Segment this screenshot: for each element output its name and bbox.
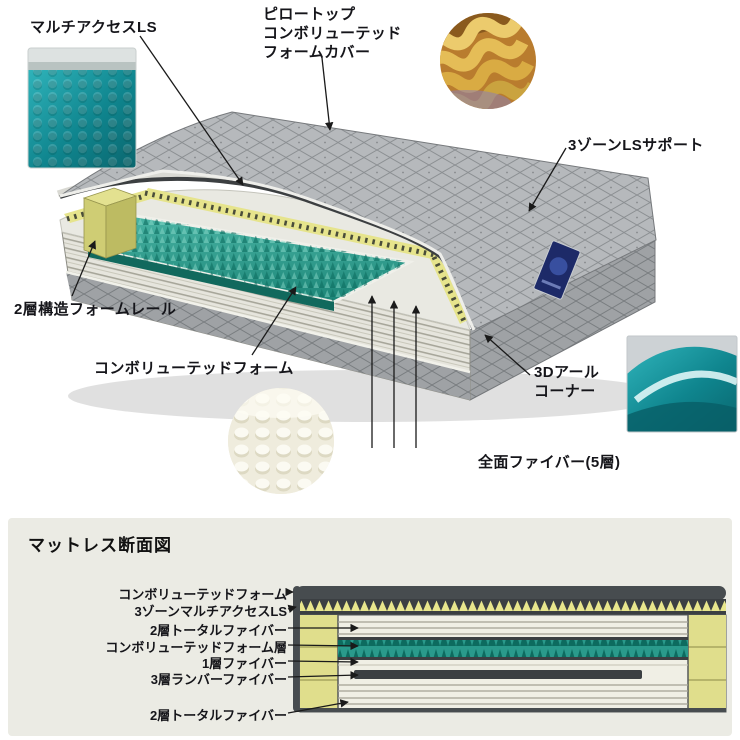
callout-3d-corner-line2: コーナー — [534, 383, 596, 400]
callout-pillowtop-line3: フォームカバー — [263, 44, 371, 61]
callout-foam-rail: 2層構造フォームレール — [14, 301, 177, 318]
callout-pillowtop-line1: ピロートップ — [263, 6, 356, 23]
layer-label-2layer-total-fiber-bottom: 2層トータルファイバー — [150, 708, 287, 723]
brand-tag — [533, 240, 581, 300]
callout-3d-corner-line1: 3Dアール — [534, 364, 600, 381]
photo-convoluted-foam — [228, 388, 334, 494]
photo-3d-corner — [626, 335, 738, 433]
callout-convoluted-foam: コンボリューテッドフォーム — [94, 360, 294, 377]
callout-pillowtop-line2: コンボリューテッド — [263, 25, 402, 42]
callout-pillowtop-cover: ピロートップ コンボリューテッド フォームカバー — [263, 5, 402, 62]
photo-multi-access-foam — [27, 47, 137, 169]
mattress-shadow — [68, 370, 668, 422]
mattress-cutaway-illustration — [56, 111, 668, 422]
layer-label-3zone-multi-access-ls: 3ゾーンマルチアクセスLS — [134, 604, 287, 619]
callout-multi-access-ls: マルチアクセスLS — [30, 19, 158, 36]
layer-label-2layer-total-fiber-top: 2層トータルファイバー — [150, 623, 287, 638]
callout-3d-corner: 3Dアール コーナー — [534, 363, 599, 401]
cross-section-title: マットレス断面図 — [28, 536, 172, 555]
layer-label-convoluted-foam: コンボリューテッドフォーム — [118, 587, 287, 602]
layer-label-3layer-lumbar-fiber: 3層ランバーファイバー — [150, 672, 287, 687]
callout-full-fiber: 全面ファイバー(5層) — [478, 454, 621, 471]
layer-label-convoluted-foam-layer: コンボリューテッドフォーム層 — [105, 640, 287, 655]
callout-3zone-ls-support: 3ゾーンLSサポート — [568, 137, 704, 154]
layer-label-1layer-fiber: 1層ファイバー — [202, 656, 287, 671]
callout-lines — [71, 35, 567, 448]
cross-section-drawing — [293, 586, 727, 713]
teal-convoluted-core — [85, 210, 415, 311]
photo-pillowtop-foam — [440, 13, 536, 109]
cross-section-arrows — [285, 587, 359, 714]
